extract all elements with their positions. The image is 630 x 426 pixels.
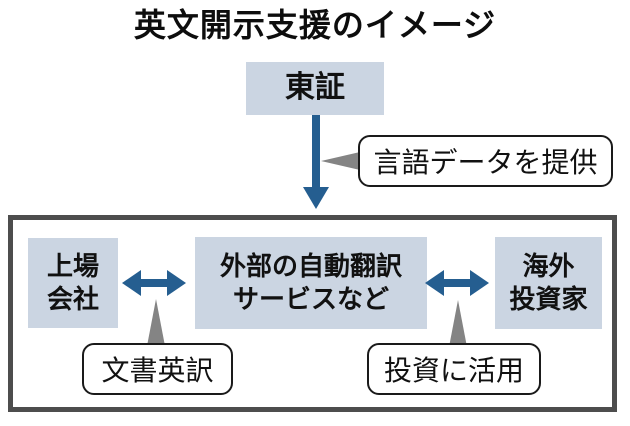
callout-use-for-investment: 投資に活用 bbox=[367, 343, 541, 395]
node-overseas-investor-line1: 海外 bbox=[522, 250, 575, 281]
callout-provide-language-data: 言語データを提供 bbox=[358, 135, 613, 187]
callout-tail-use-for-investment bbox=[449, 300, 467, 347]
node-translation-service-line2: サービスなど bbox=[232, 284, 389, 314]
double-arrow-right-head-east bbox=[470, 270, 489, 296]
node-listed-company: 上場 会社 bbox=[28, 238, 118, 328]
double-arrow-right-shaft bbox=[440, 279, 474, 287]
down-arrow-shaft bbox=[312, 115, 320, 189]
double-arrow-left-shaft bbox=[137, 279, 171, 287]
callout-tail-provide-language-data bbox=[321, 152, 360, 170]
callout-document-translation-label: 文書英訳 bbox=[101, 355, 214, 386]
double-arrow-left-head-west bbox=[122, 270, 141, 296]
down-arrow bbox=[303, 115, 329, 209]
double-arrow-left-head-east bbox=[167, 270, 186, 296]
callout-document-translation: 文書英訳 bbox=[82, 343, 233, 395]
callout-provide-language-data-label: 言語データを提供 bbox=[373, 147, 598, 178]
node-listed-company-line1: 上場 bbox=[46, 250, 99, 281]
node-translation-service: 外部の自動翻訳 サービスなど bbox=[195, 237, 427, 329]
double-arrow-right bbox=[425, 270, 489, 296]
double-arrow-right-head-west bbox=[425, 270, 444, 296]
down-arrow-head bbox=[303, 187, 329, 209]
callout-tail-document-translation bbox=[147, 299, 165, 346]
node-tse: 東証 bbox=[246, 62, 384, 115]
node-overseas-investor: 海外 投資家 bbox=[495, 237, 602, 329]
diagram-title: 英文開示支援のイメージ bbox=[133, 7, 497, 43]
callout-use-for-investment-label: 投資に活用 bbox=[383, 355, 524, 386]
double-arrow-left bbox=[122, 270, 186, 296]
node-translation-service-line1: 外部の自動翻訳 bbox=[219, 250, 402, 281]
node-overseas-investor-line2: 投資家 bbox=[509, 284, 588, 314]
node-listed-company-line2: 会社 bbox=[46, 284, 99, 314]
